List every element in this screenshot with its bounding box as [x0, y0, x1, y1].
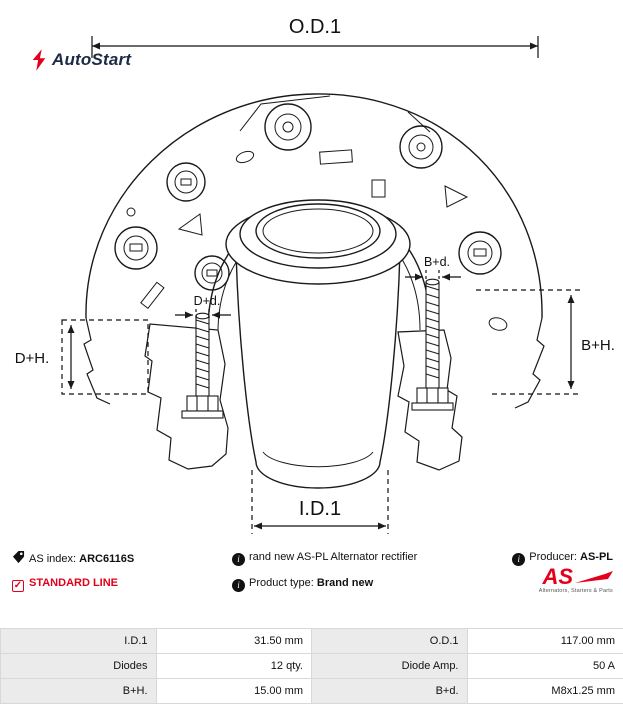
product-type-label: Product type:: [249, 577, 314, 589]
dd-label: D+d.: [194, 294, 221, 308]
diode-circles: [114, 103, 502, 291]
central-hub: [225, 199, 411, 489]
technical-drawing: O.D.1 D+H. B+H. D+d.: [15, 16, 615, 534]
standard-line-label: STANDARD LINE: [29, 577, 119, 589]
od1-label: O.D.1: [289, 16, 341, 38]
producer-label: Producer:: [529, 551, 577, 563]
product-type-value: Brand new: [316, 577, 374, 589]
product-description: i rand new AS-PL Alternator rectifier: [232, 551, 417, 566]
od1-dimension: O.D.1: [91, 16, 539, 58]
lightning-icon: [32, 49, 46, 71]
id1-label: I.D.1: [299, 498, 341, 520]
spec-label: B+d.: [312, 679, 468, 704]
right-terminal-bolt: [411, 278, 454, 411]
aspl-logo-text: AS: [542, 564, 573, 589]
spec-value: 12 qty.: [156, 654, 312, 679]
tag-icon: [12, 551, 25, 564]
info-icon: i: [512, 552, 526, 566]
spec-table: I.D.1 31.50 mm O.D.1 117.00 mm Diodes 12…: [0, 628, 623, 704]
spec-label: O.D.1: [312, 629, 468, 654]
as-index: AS index: ARC6116S: [12, 551, 134, 565]
autostart-logo: AutoStart: [30, 48, 131, 72]
dd-dimension: D+d.: [175, 294, 231, 319]
spec-value: 117.00 mm: [467, 629, 623, 654]
bh-label: B+H.: [581, 337, 615, 354]
spec-value: 50 A: [467, 654, 623, 679]
spec-label: Diodes: [1, 654, 157, 679]
standard-line: ✓ STANDARD LINE: [12, 577, 118, 592]
check-icon: ✓: [12, 580, 24, 592]
bh-dimension: B+H.: [476, 289, 615, 395]
spec-value: 31.50 mm: [156, 629, 312, 654]
spec-value: 15.00 mm: [156, 679, 312, 704]
bd-label: B+d.: [424, 255, 450, 269]
dh-label: D+H.: [15, 350, 50, 367]
spec-label: Diode Amp.: [312, 654, 468, 679]
spec-value: M8x1.25 mm: [467, 679, 623, 704]
id1-dimension: I.D.1: [251, 470, 389, 534]
info-icon: i: [232, 552, 245, 566]
bd-dimension: B+d.: [405, 255, 461, 281]
info-icon: i: [232, 578, 245, 592]
spec-label: I.D.1: [1, 629, 157, 654]
brand-name: AutoStart: [52, 50, 132, 69]
plate-details: [126, 149, 508, 331]
product-type: i Product type: Brand new: [232, 577, 373, 592]
dh-dimension: D+H.: [15, 319, 149, 395]
aspl-swoosh-icon: [575, 571, 613, 583]
spec-label: B+H.: [1, 679, 157, 704]
rectifier-part: [83, 93, 545, 489]
dimension-annotations: O.D.1 D+H. B+H. D+d.: [15, 16, 615, 534]
description-text: rand new AS-PL Alternator rectifier: [249, 551, 418, 563]
producer-value: AS-PL: [580, 551, 613, 563]
as-index-label: AS index:: [29, 553, 77, 565]
aspl-logo: AS Alternators, Starters & Parts: [538, 564, 613, 594]
aspl-logo-subtext: Alternators, Starters & Parts: [538, 588, 613, 594]
left-terminal-bolt: [181, 312, 224, 419]
as-index-value: ARC6116S: [79, 553, 135, 565]
